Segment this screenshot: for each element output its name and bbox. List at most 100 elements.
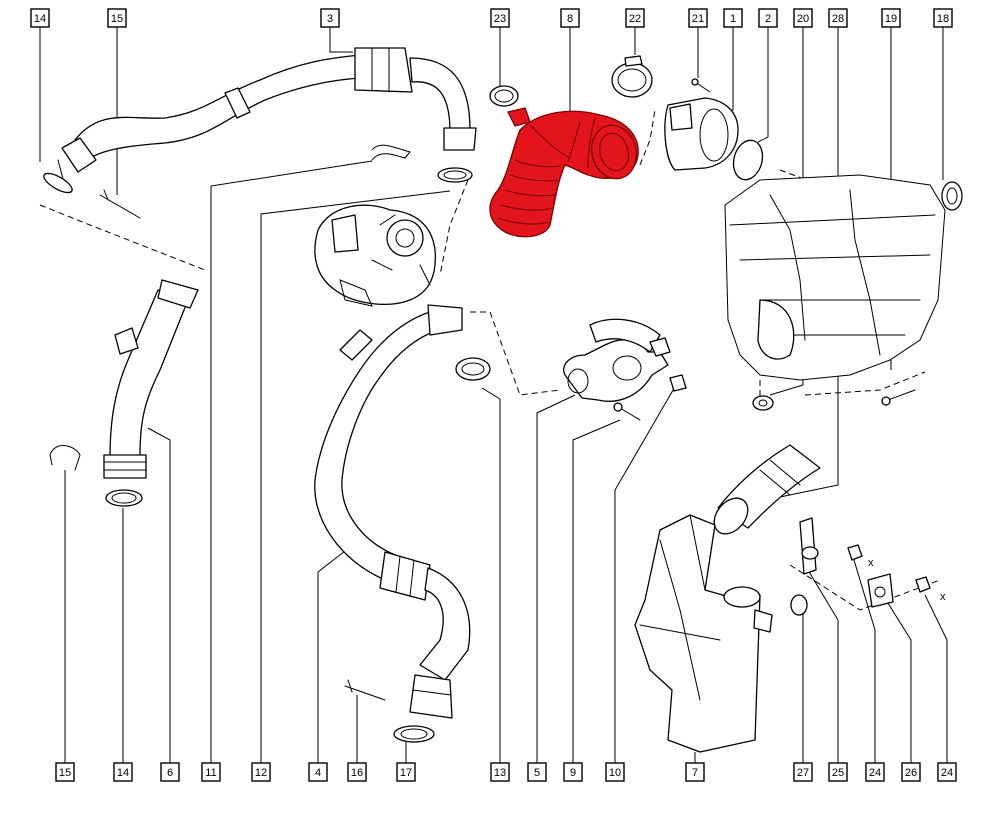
pipe-part-6 [103, 279, 199, 479]
callout-bottom-14: 27 [793, 762, 813, 782]
callout-top-3: 3 [320, 8, 340, 28]
callout-bottom-1: 15 [55, 762, 75, 782]
svg-text:18: 18 [937, 13, 949, 25]
nut-part-10 [669, 374, 687, 392]
svg-text:12: 12 [255, 767, 267, 779]
svg-text:1: 1 [730, 13, 736, 25]
turbocharger [314, 204, 436, 307]
callout-bottom-7: 16 [347, 762, 367, 782]
bracket-part-25 [799, 517, 819, 575]
svg-text:16: 16 [351, 767, 363, 779]
screw-part-21 [691, 78, 711, 93]
svg-text:9: 9 [570, 767, 576, 779]
svg-text:x: x [868, 557, 874, 569]
grommet-part-18 [941, 181, 963, 211]
svg-text:27: 27 [797, 767, 809, 779]
oring-part-2 [732, 139, 764, 181]
callout-top-5: 8 [560, 8, 580, 28]
bolt-part-19 [881, 389, 916, 406]
nut-part-24-a [847, 544, 863, 561]
callout-top-10: 20 [793, 8, 813, 28]
callout-bottom-6: 4 [308, 762, 328, 782]
callout-top-8: 1 [723, 8, 743, 28]
svg-text:14: 14 [34, 13, 46, 25]
svg-text:7: 7 [692, 767, 698, 779]
callout-top-2: 15 [107, 8, 127, 28]
bolt-part-9 [613, 402, 641, 421]
callout-bottom-18: 24 [937, 762, 957, 782]
svg-text:28: 28 [832, 13, 844, 25]
callout-bottom-12: 10 [605, 762, 625, 782]
svg-text:21: 21 [692, 13, 704, 25]
hose-part-28 [713, 444, 821, 535]
callout-bottom-10: 5 [527, 762, 547, 782]
clip-part-16 [344, 679, 386, 701]
clamp-part-14-bottom [105, 489, 143, 507]
callout-top-12: 19 [881, 8, 901, 28]
highlighted-air-intake-hose-part-8 [489, 107, 639, 238]
svg-text:15: 15 [111, 13, 123, 25]
clip-part-15-top [99, 189, 141, 219]
bracket-part-26 [867, 573, 894, 608]
hose-part-3 [57, 47, 477, 191]
clamp-part-23 [489, 85, 519, 107]
callout-bottom-9: 13 [490, 762, 510, 782]
svg-text:19: 19 [885, 13, 897, 25]
clip-part-near-turbo [339, 329, 373, 361]
grommet-part-27 [790, 594, 808, 616]
marker-x-2: x [940, 591, 946, 603]
svg-text:17: 17 [400, 767, 412, 779]
mass-air-flow-sensor-part-1 [664, 97, 739, 171]
washer-part-20 [752, 395, 774, 411]
callout-top-1: 14 [30, 8, 50, 28]
callout-bottom-8: 17 [396, 762, 416, 782]
svg-text:22: 22 [629, 13, 641, 25]
clamp-part-13 [455, 357, 491, 381]
clip-part-15-bottom [49, 445, 81, 471]
hose-part-4 [314, 304, 471, 719]
housing-part-5 [563, 318, 671, 402]
ring-part-12 [437, 167, 473, 183]
callout-top-7: 21 [688, 8, 708, 28]
engine-block [724, 174, 946, 381]
ring-part-17 [393, 725, 435, 743]
callout-bottom-15: 25 [828, 762, 848, 782]
svg-text:4: 4 [315, 767, 321, 779]
callout-bottom-17: 26 [901, 762, 921, 782]
callout-bottom-13: 7 [685, 762, 705, 782]
svg-text:11: 11 [205, 767, 216, 779]
clamp-part-22 [611, 55, 653, 98]
callout-bottom-4: 11 [201, 762, 221, 782]
svg-text:8: 8 [567, 13, 573, 25]
svg-text:24: 24 [941, 767, 953, 779]
callout-bottom-3: 6 [160, 762, 180, 782]
svg-text:15: 15 [59, 767, 71, 779]
clamp-part-14-top [43, 172, 73, 194]
callout-top-9: 2 [758, 8, 778, 28]
callout-top-13: 18 [933, 8, 953, 28]
svg-text:20: 20 [797, 13, 809, 25]
svg-text:3: 3 [327, 13, 333, 25]
svg-text:14: 14 [117, 767, 129, 779]
svg-text:x: x [940, 591, 946, 603]
svg-text:23: 23 [494, 13, 506, 25]
svg-text:5: 5 [534, 767, 540, 779]
callout-bottom-16: 24 [865, 762, 885, 782]
svg-text:13: 13 [494, 767, 506, 779]
svg-text:25: 25 [832, 767, 844, 779]
callout-bottom-5: 12 [251, 762, 271, 782]
callout-bottom-2: 14 [113, 762, 133, 782]
svg-text:2: 2 [765, 13, 771, 25]
callout-top-11: 28 [828, 8, 848, 28]
marker-x-1: x [868, 557, 874, 569]
nut-part-24-b [915, 576, 931, 593]
svg-text:6: 6 [167, 767, 173, 779]
callout-top-4: 23 [490, 8, 510, 28]
svg-text:10: 10 [609, 767, 621, 779]
callout-top-6: 22 [625, 8, 645, 28]
air-intake-duct-part-7 [634, 514, 773, 753]
svg-text:26: 26 [905, 767, 917, 779]
clip-part-11 [371, 144, 411, 161]
svg-text:24: 24 [869, 767, 881, 779]
